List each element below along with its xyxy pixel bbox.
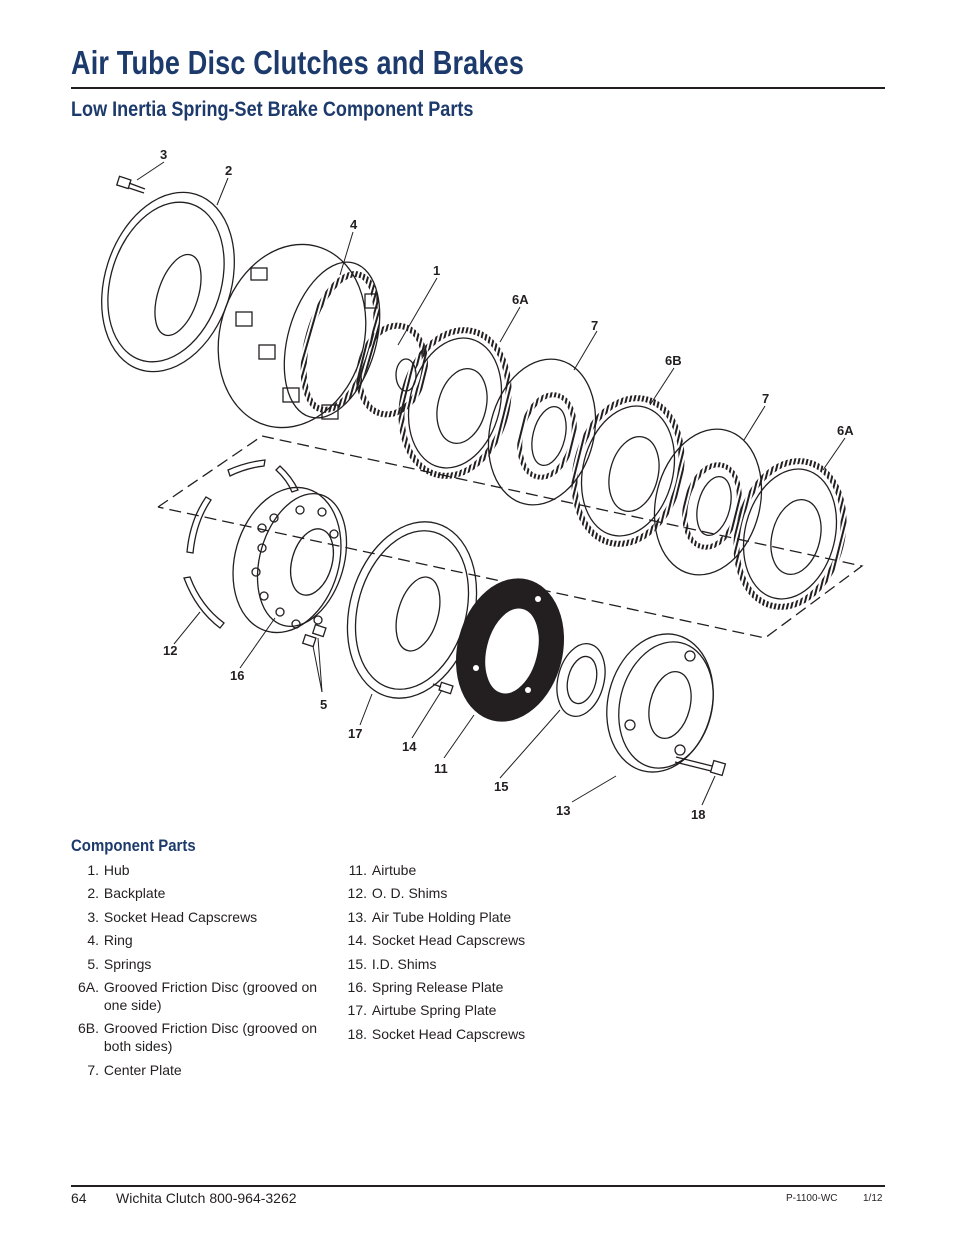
list-item: 1. Hub [71,861,321,879]
part-number: 1. [87,862,99,878]
part-label: I.D. Shims [371,955,437,972]
part-number: 11. [348,862,367,878]
callout-1: 1 [433,263,440,278]
ring-4 [217,243,381,429]
callout-12: 12 [163,643,177,658]
part-label: Hub [103,862,130,878]
part-number: 7. [87,1061,99,1078]
friction-disc-6a-second [733,458,847,610]
list-item: 11. Airtube [339,861,589,879]
callout-6b: 6B [665,353,682,368]
part-number: 17. [347,1002,367,1019]
friction-disc-6b [571,395,685,547]
part-label: Grooved Friction Disc (grooved on one si… [103,978,318,1013]
page-subtitle: Low Inertia Spring-Set Brake Component P… [71,98,474,121]
part-label: Airtube Spring Plate [371,1002,497,1019]
callout-2: 2 [225,163,232,178]
list-item: 18. Socket Head Capscrews [339,1025,589,1043]
callout-3: 3 [160,147,167,162]
airtube-11 [455,578,565,722]
callout-18: 18 [691,807,705,822]
callout-15: 15 [494,779,508,794]
part-label: Socket Head Capscrews [371,1025,526,1042]
part-label: Backplate [103,885,166,902]
friction-disc-6a-first [398,327,512,479]
backplate-2 [101,191,235,373]
part-number: 2. [87,885,99,902]
list-item: 7. Center Plate [71,1061,321,1079]
part-number: 6B. [77,1020,99,1037]
part-label: Center Plate [103,1061,182,1078]
list-item: 5. Springs [71,955,321,973]
callout-6a-second: 6A [837,423,854,438]
part-label: Socket Head Capscrews [371,932,526,949]
list-item: 14. Socket Head Capscrews [339,931,589,949]
part-label: Ring [103,932,133,949]
air-tube-holding-plate-13 [606,633,714,773]
od-shims-12 [183,459,299,629]
socket-head-capscrew-14 [432,681,454,695]
assembly-plane-dashed [157,435,864,639]
callout-11: 11 [434,761,448,776]
footer-date: 1/12 [863,1193,883,1204]
callout-16: 16 [230,668,244,683]
part-number: 4. [87,932,99,949]
part-number: 5. [87,955,99,972]
component-parts-heading: Component Parts [71,836,196,855]
page-title: Air Tube Disc Clutches and Brakes [71,44,525,81]
part-label: Grooved Friction Disc (grooved on both s… [103,1020,318,1055]
part-label: Air Tube Holding Plate [371,908,512,925]
part-number: 18. [347,1025,367,1042]
callout-7-second: 7 [762,391,769,406]
list-item: 12. O. D. Shims [339,884,589,902]
list-item: 15. I.D. Shims [339,955,589,973]
callout-7-first: 7 [591,318,598,333]
footer-document-code: P-1100-WC [786,1193,838,1204]
list-item: 3. Socket Head Capscrews [71,908,321,926]
callout-14: 14 [402,739,417,754]
callout-13: 13 [556,803,570,818]
page-number: 64 [71,1190,87,1206]
part-number: 6A. [77,978,99,995]
component-parts-list-right: 11. Airtube 12. O. D. Shims 13. Air Tube… [339,861,589,1048]
part-number: 14. [347,932,367,949]
socket-head-capscrew-3 [115,175,146,194]
part-number: 13. [347,908,367,925]
footer-company-phone: Wichita Clutch 800-964-3262 [116,1190,297,1206]
callout-5: 5 [320,697,327,712]
callout-17: 17 [348,726,362,741]
spring-release-plate-16 [232,486,348,634]
list-item: 6A. Grooved Friction Disc (grooved on on… [71,978,321,1014]
list-item: 13. Air Tube Holding Plate [339,908,589,926]
part-number: 12. [347,885,367,902]
callout-leader-lines [136,161,846,806]
list-item: 17. Airtube Spring Plate [339,1001,589,1019]
component-parts-list-left: 1. Hub 2. Backplate 3. Socket Head Capsc… [71,861,321,1084]
socket-head-capscrew-18 [674,756,727,777]
center-plate-7-second [653,428,763,576]
springs-5 [301,623,327,648]
part-label: Socket Head Capscrews [103,908,258,925]
list-item: 16. Spring Release Plate [339,978,589,996]
part-number: 15. [347,955,367,972]
id-shims-15 [556,643,606,717]
center-plate-7-first [487,358,597,506]
list-item: 2. Backplate [71,884,321,902]
footer-divider [71,1185,885,1187]
list-item: 6B. Grooved Friction Disc (grooved on bo… [71,1019,321,1055]
part-label: Airtube [371,862,417,878]
list-item: 4. Ring [71,931,321,949]
title-divider [71,87,885,89]
callout-6a-first: 6A [512,292,529,307]
callout-4: 4 [350,217,358,232]
part-number: 16. [347,978,367,995]
part-label: Spring Release Plate [371,978,504,995]
part-label: O. D. Shims [371,885,448,902]
part-label: Springs [103,955,152,972]
part-number: 3. [87,908,99,925]
